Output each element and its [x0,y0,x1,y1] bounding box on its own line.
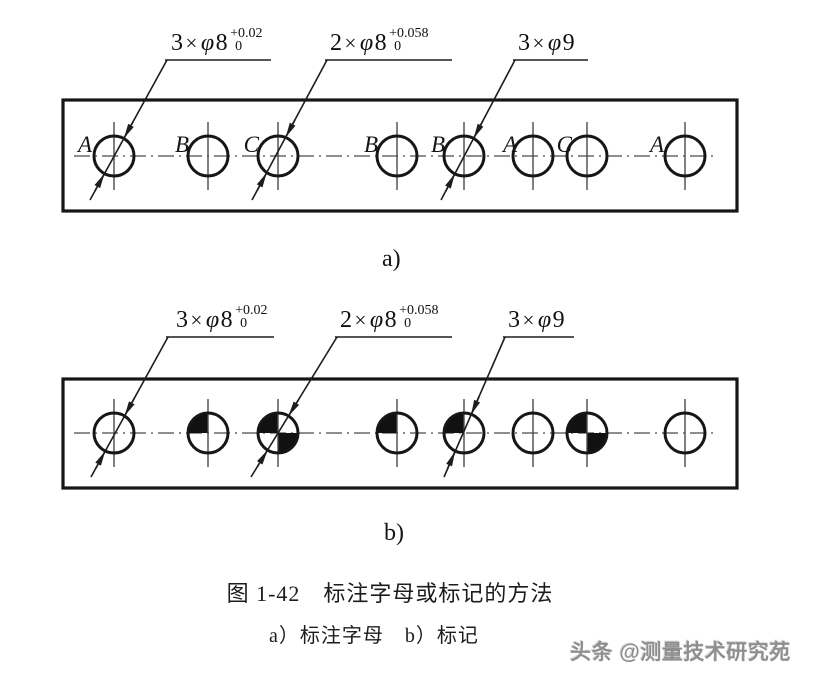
dim-count: 2 [330,30,343,56]
dim-size: 9 [562,30,576,56]
subfigure-label-a: a) [382,246,401,272]
mark-upper-left-quadrant [258,413,278,433]
hole-marks-b [188,413,607,453]
tolerance-upper: +0.02 [235,303,268,318]
tolerance-lower: 0 [394,39,402,54]
times-sign: × [185,31,198,55]
tolerance-lower: 0 [240,316,248,331]
phi-symbol: φ [547,30,562,56]
dim-count: 3 [171,30,184,56]
part-outline-b [61,377,739,490]
mark-lower-right-quadrant [278,433,298,453]
phi-symbol: φ [369,307,384,333]
dim-count: 2 [340,307,353,333]
arrowhead [287,398,300,417]
tolerance-upper: +0.058 [389,26,429,41]
hole-label: C [244,132,260,157]
arrowhead [284,119,296,138]
tolerance-lower: 0 [235,39,243,54]
tolerance-lower: 0 [404,316,412,331]
phi-symbol: φ [205,307,220,333]
leaders-b [90,336,574,478]
dim-count: 3 [518,30,531,56]
phi-symbol: φ [537,307,552,333]
dim-count: 3 [508,307,521,333]
hole-label: B [431,132,445,157]
tolerance-upper: +0.058 [399,303,439,318]
times-sign: × [532,31,545,55]
dim-size: 8 [215,30,229,56]
hole-letters-a: A B C B B A C A [76,132,665,157]
watermark-text: 头条 @测量技术研究苑 [570,641,791,664]
part-outline-a [61,98,739,213]
hole-label: A [648,132,665,157]
dim-size: 9 [552,307,566,333]
arrowhead [123,120,135,139]
arrowhead [123,398,135,417]
phi-symbol: φ [359,30,374,56]
mark-lower-right-quadrant [587,433,607,453]
hole-label: C [557,132,573,157]
arrowhead [94,173,106,192]
arrowhead [256,449,269,468]
drawing-a: A B C B B A C A [61,59,739,213]
mark-upper-left-quadrant [567,413,587,433]
dim-count: 3 [176,307,189,333]
tolerance-upper: +0.02 [230,26,263,41]
times-sign: × [344,31,357,55]
mark-upper-left-quadrant [188,413,208,433]
leaders-a [89,59,588,201]
phi-symbol: φ [200,30,215,56]
arrowhead [472,120,484,139]
mark-upper-left-quadrant [377,413,397,433]
hole-crosshairs-a [113,122,686,190]
arrowhead [94,450,107,469]
arrowhead [446,451,456,471]
times-sign: × [354,308,367,332]
dim-size: 8 [220,307,234,333]
drawing-b [61,336,739,490]
hole-label: A [76,132,93,157]
dim-size: 8 [374,30,388,56]
arrowhead [444,173,456,192]
figure-caption: 图 1-42 标注字母或标记的方法 [226,581,554,606]
mark-upper-left-quadrant [444,413,464,433]
figure-subcaption: a）标注字母 b）标记 [269,625,479,647]
arrowhead [256,172,268,191]
times-sign: × [522,308,535,332]
hole-circles-b [92,411,707,455]
arrowhead [470,396,481,416]
subfigure-label-b: b) [384,520,404,546]
times-sign: × [190,308,203,332]
hole-label: B [175,132,189,157]
hole-label: A [501,132,518,157]
dim-size: 8 [384,307,398,333]
hole-circles-a [92,134,707,178]
hole-label: B [364,132,378,157]
